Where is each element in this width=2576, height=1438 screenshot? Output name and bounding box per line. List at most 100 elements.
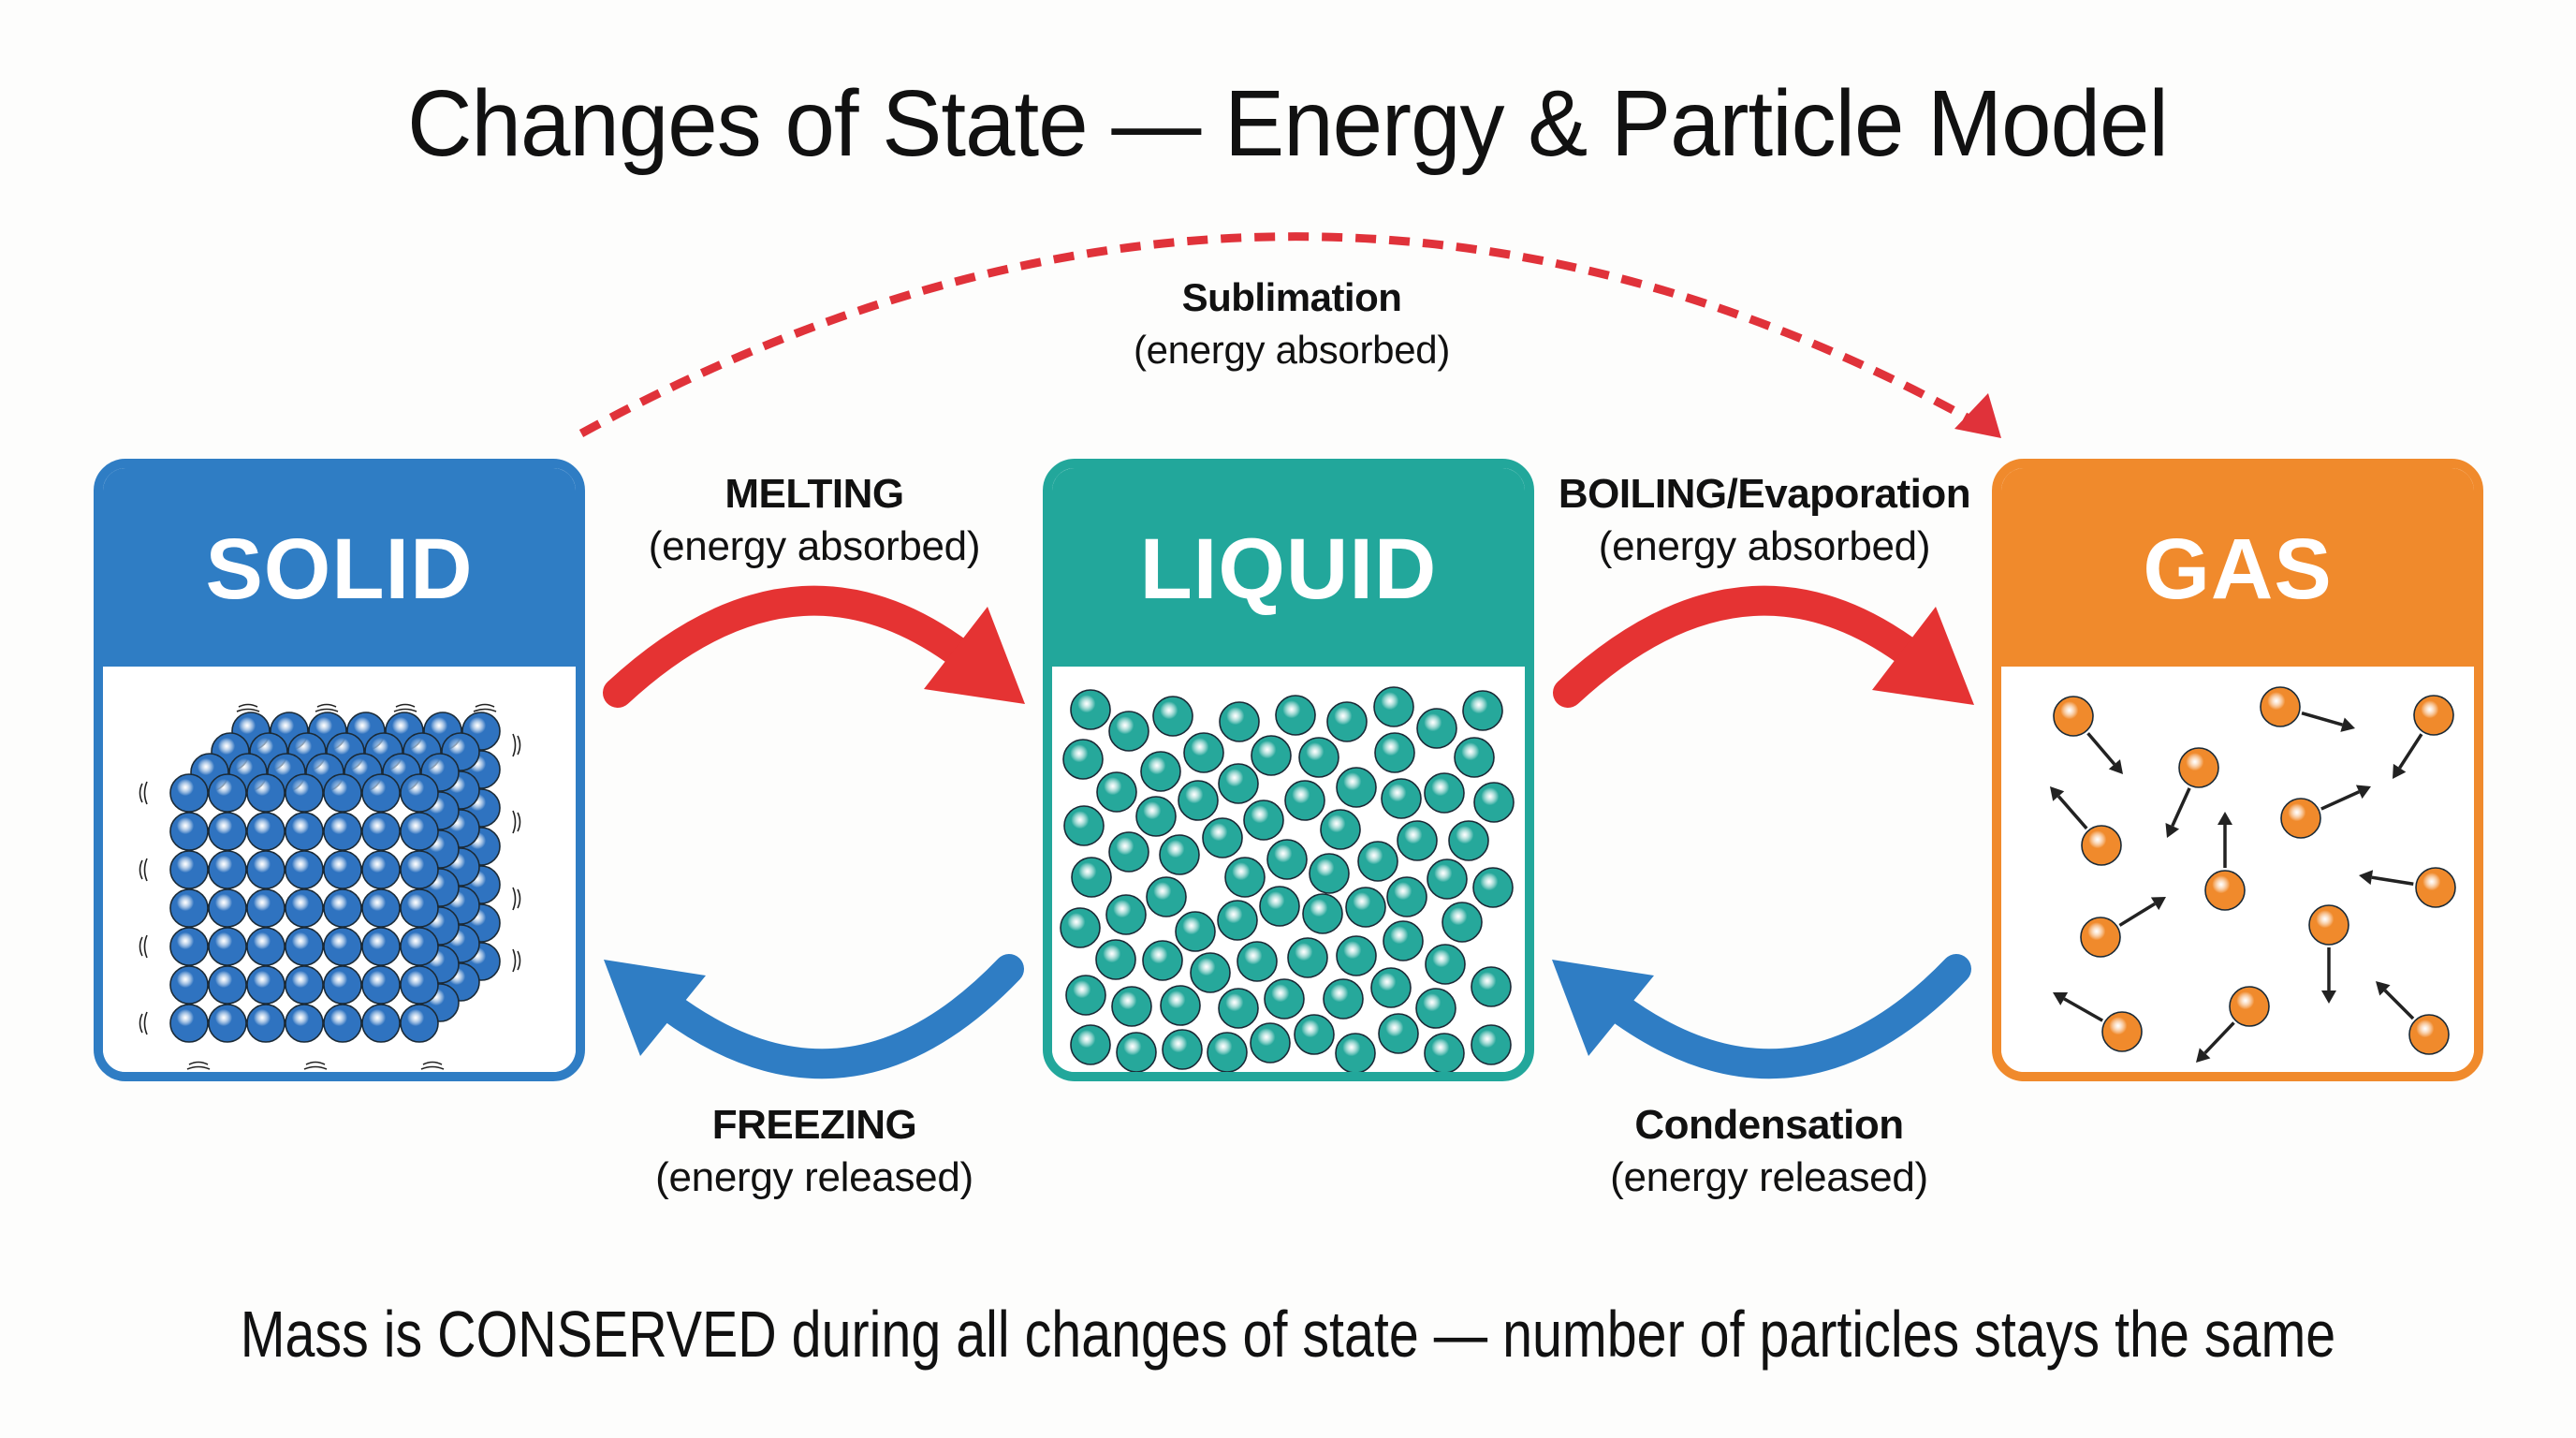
- diagram-title-text: Changes of State — Energy & Particle Mod…: [407, 71, 2170, 176]
- particle: [400, 888, 439, 928]
- velocity-arrow-icon: [2398, 733, 2423, 770]
- particle: [1298, 737, 1339, 778]
- freezing-arrowhead-icon: [604, 960, 706, 1056]
- particle: [285, 850, 324, 889]
- particle: [1386, 876, 1427, 917]
- velocity-arrow-icon: [2203, 1021, 2235, 1055]
- particle: [1159, 834, 1200, 875]
- particle: [323, 850, 362, 889]
- state-header-gas: GAS: [2001, 468, 2474, 667]
- state-card-liquid: LIQUID: [1043, 459, 1534, 1081]
- particle: [169, 927, 209, 966]
- particle: [2280, 798, 2321, 839]
- particle: [1152, 696, 1193, 737]
- label-sublimation: Sublimation (energy absorbed): [1048, 278, 1535, 370]
- label-melting: MELTING (energy absorbed): [571, 474, 1058, 567]
- particle: [323, 812, 362, 851]
- particle: [1336, 935, 1377, 976]
- particle: [246, 965, 285, 1005]
- particle: [208, 1004, 247, 1043]
- particle: [400, 812, 439, 851]
- velocity-arrow-icon: [2056, 795, 2088, 830]
- particle: [1218, 763, 1259, 804]
- particle: [1370, 967, 1412, 1008]
- particle: [1108, 831, 1149, 873]
- particle: [400, 773, 439, 813]
- velocity-arrow-icon: [2086, 732, 2116, 766]
- particle: [169, 773, 209, 813]
- particle: [1442, 902, 1483, 943]
- particle: [1294, 1014, 1335, 1055]
- particle: [1063, 805, 1105, 846]
- state-header-solid: SOLID: [103, 468, 576, 667]
- particle: [1448, 820, 1489, 861]
- vibration-mark-icon: [139, 934, 148, 959]
- liquid-particles-illustration: [1060, 686, 1515, 1072]
- particle: [1070, 689, 1111, 730]
- velocity-arrow-icon: [2171, 787, 2191, 827]
- particle: [2229, 986, 2270, 1027]
- vibration-mark-icon: [393, 703, 417, 712]
- particle: [323, 965, 362, 1005]
- vibration-mark-icon: [512, 733, 521, 757]
- particle: [1178, 780, 1219, 821]
- particle: [208, 965, 247, 1005]
- condensation-arrowhead-icon: [1552, 960, 1654, 1056]
- particle: [285, 1004, 324, 1043]
- particle: [246, 812, 285, 851]
- conservation-note: Mass is CONSERVED during all changes of …: [0, 1297, 2576, 1372]
- particle: [400, 850, 439, 889]
- particle: [2178, 747, 2219, 788]
- particle: [1424, 772, 1465, 814]
- sublimation-arrowhead-icon: [1954, 393, 2001, 438]
- particle: [361, 773, 401, 813]
- vibration-mark-icon: [139, 1011, 148, 1035]
- particle: [1116, 1032, 1157, 1072]
- particle: [1218, 988, 1259, 1029]
- particle: [1160, 985, 1201, 1026]
- state-title-gas: GAS: [2143, 521, 2333, 617]
- particle: [208, 927, 247, 966]
- particle: [285, 927, 324, 966]
- gas-particle-model: [2001, 667, 2474, 1072]
- particle: [1162, 1029, 1203, 1070]
- particle: [208, 888, 247, 928]
- melting-note: (energy absorbed): [648, 523, 981, 569]
- state-title-solid: SOLID: [205, 521, 474, 617]
- vibration-mark-icon: [139, 781, 148, 805]
- particle: [1381, 778, 1422, 819]
- particle: [1323, 978, 1364, 1020]
- particle: [285, 965, 324, 1005]
- particle: [2413, 695, 2454, 736]
- particle: [1415, 988, 1456, 1029]
- condensation-name: Condensation: [1634, 1102, 1904, 1148]
- particle: [246, 773, 285, 813]
- particle: [1202, 817, 1243, 858]
- particle: [1175, 911, 1216, 952]
- boiling-name: BOILING/Evaporation: [1558, 471, 1971, 517]
- particle: [1336, 767, 1377, 808]
- particle: [1224, 857, 1266, 898]
- sublimation-name: Sublimation: [1181, 275, 1402, 319]
- state-card-solid: SOLID: [94, 459, 585, 1081]
- boiling-note: (energy absorbed): [1598, 523, 1931, 569]
- vibration-mark-icon: [512, 948, 521, 973]
- particle: [323, 927, 362, 966]
- particle: [1259, 886, 1300, 927]
- velocity-arrow-icon: [2320, 790, 2360, 811]
- particle: [1250, 1022, 1291, 1064]
- label-condensation: Condensation (energy released): [1526, 1105, 2012, 1198]
- particle: [1397, 820, 1438, 861]
- sublimation-note: (energy absorbed): [1133, 328, 1451, 372]
- particle: [169, 812, 209, 851]
- particle: [1146, 876, 1187, 917]
- gas-particles-illustration: [2050, 686, 2456, 1063]
- freezing-arrow: [604, 954, 1024, 1079]
- particle: [208, 773, 247, 813]
- vibration-mark-icon: [186, 1061, 211, 1070]
- particle: [169, 1004, 209, 1043]
- boiling-arrow: [1553, 585, 1974, 708]
- particle: [1264, 978, 1305, 1020]
- boiling-arrowhead-icon: [1872, 607, 1974, 705]
